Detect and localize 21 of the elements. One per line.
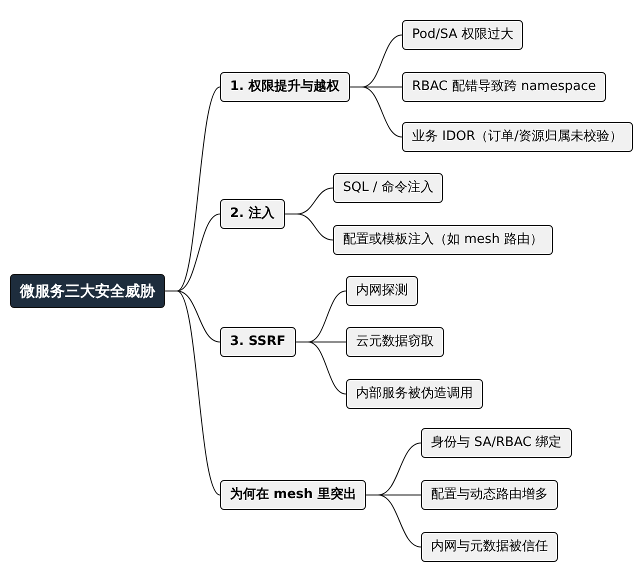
leaf-topic-box: 身份与 SA/RBAC 绑定: [421, 428, 572, 458]
branch-topic-box: 1. 权限提升与越权: [220, 72, 350, 102]
root-topic-box: 微服务三大安全威胁: [10, 274, 165, 308]
leaf-topic-box: RBAC 配错导致跨 namespace: [402, 72, 606, 102]
leaf-topic-box: 业务 IDOR（订单/资源归属未校验）: [402, 122, 633, 152]
connector-line: [296, 342, 346, 394]
connector-line: [350, 86, 402, 138]
leaf-topic-box: 内网与元数据被信任: [421, 532, 558, 562]
leaf-topic-box: 内网探测: [346, 276, 418, 306]
connector-line: [164, 290, 220, 496]
leaf-topic-box: Pod/SA 权限过大: [402, 20, 524, 50]
branch-topic-box: 2. 注入: [220, 199, 285, 229]
leaf-topic-box: 配置与动态路由增多: [421, 480, 558, 510]
leaf-topic-box: 内部服务被伪造调用: [346, 379, 483, 409]
leaf-topic-box: SQL / 命令注入: [333, 173, 444, 203]
branch-topic-box: 3. SSRF: [220, 327, 296, 357]
leaf-topic-box: 配置或模板注入（如 mesh 路由）: [333, 225, 553, 255]
branch-topic-box: 为何在 mesh 里突出: [220, 480, 366, 510]
connector-line: [366, 494, 422, 548]
connector-line: [284, 214, 334, 240]
leaf-topic-box: 云元数据窃取: [346, 327, 444, 357]
